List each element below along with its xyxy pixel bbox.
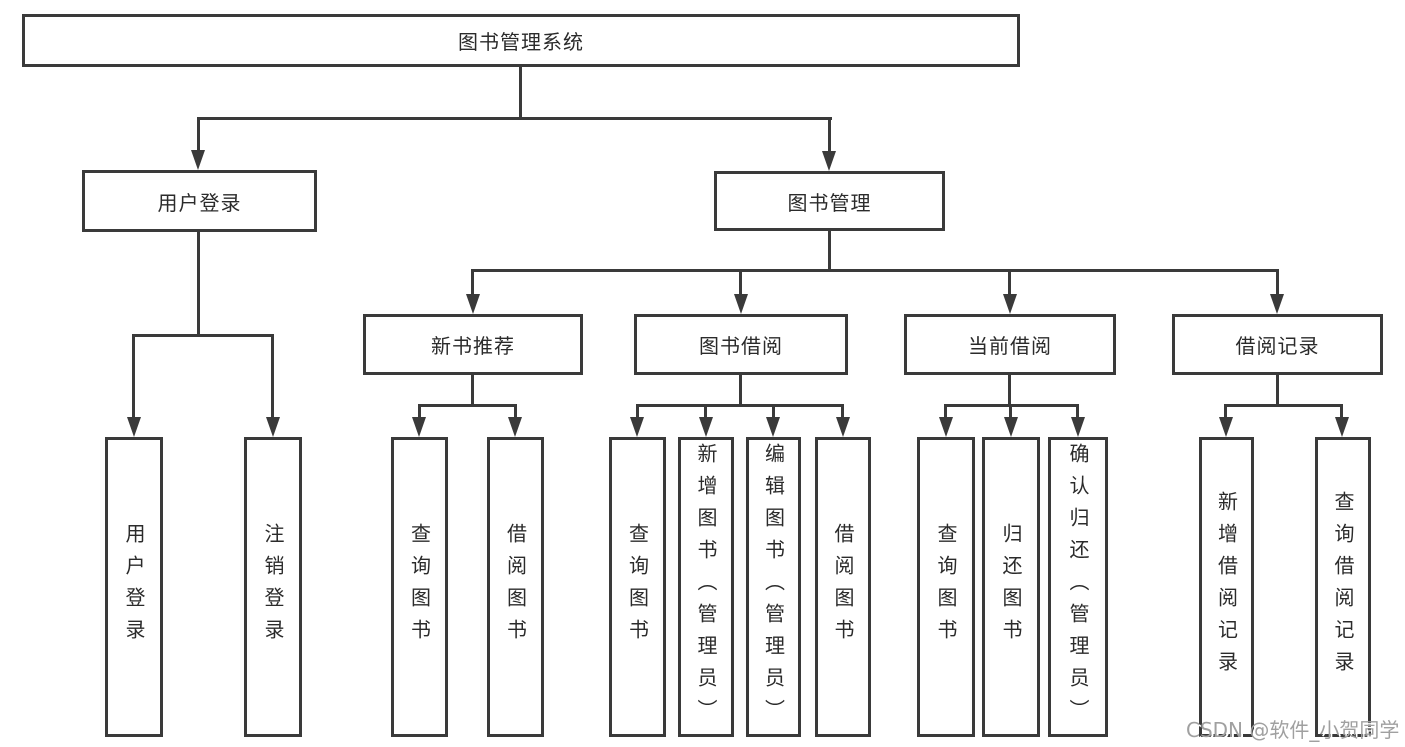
node-leaf-query-book-current: 查询图书 bbox=[917, 437, 975, 737]
node-label: 归还图书 bbox=[999, 523, 1023, 651]
arrow-down-icon bbox=[836, 417, 850, 437]
arrow-down-icon bbox=[699, 417, 713, 437]
connector-line bbox=[944, 404, 947, 422]
connector-line bbox=[471, 373, 474, 406]
connector-line bbox=[472, 269, 1279, 272]
node-root-library-system: 图书管理系统 bbox=[22, 14, 1020, 67]
node-label: 借阅记录 bbox=[1235, 334, 1320, 358]
connector-line bbox=[514, 404, 517, 422]
arrow-down-icon bbox=[1219, 417, 1233, 437]
node-borrow-record: 借阅记录 bbox=[1172, 314, 1383, 375]
node-label: 当前借阅 bbox=[968, 334, 1052, 358]
arrow-down-icon bbox=[939, 417, 953, 437]
connector-line bbox=[1008, 373, 1011, 406]
node-label: 查询图书 bbox=[625, 523, 650, 651]
connector-line bbox=[132, 334, 274, 337]
connector-line bbox=[704, 404, 707, 422]
node-label: 编辑图书（管理员） bbox=[761, 443, 786, 731]
node-label: 借阅图书 bbox=[831, 523, 855, 651]
connector-line bbox=[841, 404, 844, 422]
connector-line bbox=[636, 404, 639, 422]
arrow-down-icon bbox=[508, 417, 522, 437]
node-label: 确认归还（管理员） bbox=[1066, 443, 1090, 731]
node-label: 注销登录 bbox=[261, 523, 285, 651]
connector-line bbox=[1076, 404, 1079, 422]
node-new-book-recommend: 新书推荐 bbox=[363, 314, 583, 375]
connector-line bbox=[1276, 269, 1279, 299]
node-user-login: 用户登录 bbox=[82, 170, 317, 232]
arrow-down-icon bbox=[466, 294, 480, 314]
node-leaf-borrow-book-recommend: 借阅图书 bbox=[487, 437, 544, 737]
arrow-down-icon bbox=[1071, 417, 1085, 437]
connector-line bbox=[271, 334, 274, 422]
connector-line bbox=[1224, 404, 1343, 407]
arrow-down-icon bbox=[1270, 294, 1284, 314]
node-label: 借阅图书 bbox=[503, 523, 528, 651]
node-label: 查询借阅记录 bbox=[1331, 491, 1355, 683]
connector-line bbox=[739, 373, 742, 406]
arrow-down-icon bbox=[822, 151, 836, 171]
node-leaf-query-book-borrow: 查询图书 bbox=[609, 437, 666, 737]
arrow-down-icon bbox=[412, 417, 426, 437]
connector-line bbox=[418, 404, 421, 422]
connector-line bbox=[197, 232, 200, 337]
connector-line bbox=[828, 117, 831, 155]
connector-line bbox=[739, 269, 742, 299]
node-leaf-query-book-recommend: 查询图书 bbox=[391, 437, 448, 737]
node-label: 图书借阅 bbox=[699, 334, 783, 358]
connector-line bbox=[772, 404, 775, 422]
arrow-down-icon bbox=[630, 417, 644, 437]
arrow-down-icon bbox=[1335, 417, 1349, 437]
node-leaf-confirm-return-admin: 确认归还（管理员） bbox=[1048, 437, 1108, 737]
node-leaf-borrow-book: 借阅图书 bbox=[815, 437, 871, 737]
node-label: 用户登录 bbox=[122, 523, 146, 651]
connector-line bbox=[519, 66, 522, 119]
node-leaf-logout: 注销登录 bbox=[244, 437, 302, 737]
node-label: 用户登录 bbox=[157, 190, 242, 215]
connector-line bbox=[418, 404, 517, 407]
arrow-down-icon bbox=[191, 150, 205, 170]
node-leaf-return-book: 归还图书 bbox=[982, 437, 1040, 737]
node-label: 图书管理 bbox=[787, 190, 872, 215]
connector-line bbox=[197, 117, 200, 155]
node-leaf-user-login: 用户登录 bbox=[105, 437, 163, 737]
arrow-down-icon bbox=[266, 417, 280, 437]
node-label: 新增借阅记录 bbox=[1214, 491, 1239, 683]
connector-line bbox=[636, 404, 843, 407]
csdn-watermark: CSDN @软件_小贺同学 bbox=[1186, 718, 1400, 742]
arrow-down-icon bbox=[1004, 417, 1018, 437]
arrow-down-icon bbox=[1003, 294, 1017, 314]
node-label: 查询图书 bbox=[407, 523, 432, 651]
node-label: 新书推荐 bbox=[431, 334, 515, 358]
node-label: 查询图书 bbox=[934, 523, 958, 651]
node-leaf-query-borrow-record: 查询借阅记录 bbox=[1315, 437, 1371, 737]
arrow-down-icon bbox=[127, 417, 141, 437]
connector-line bbox=[471, 269, 474, 299]
arrow-down-icon bbox=[734, 294, 748, 314]
connector-line bbox=[828, 231, 831, 272]
node-book-management: 图书管理 bbox=[714, 171, 945, 231]
connector-line bbox=[1009, 404, 1012, 422]
node-book-borrow: 图书借阅 bbox=[634, 314, 848, 375]
connector-line bbox=[1224, 404, 1227, 422]
node-leaf-edit-book-admin: 编辑图书（管理员） bbox=[746, 437, 801, 737]
connector-line bbox=[1008, 269, 1011, 299]
node-leaf-add-book-admin: 新增图书（管理员） bbox=[678, 437, 734, 737]
arrow-down-icon bbox=[766, 417, 780, 437]
node-leaf-add-borrow-record: 新增借阅记录 bbox=[1199, 437, 1254, 737]
connector-line bbox=[1340, 404, 1343, 422]
node-label: 图书管理系统 bbox=[458, 30, 584, 54]
node-current-borrow: 当前借阅 bbox=[904, 314, 1116, 375]
connector-line bbox=[198, 117, 832, 120]
connector-line bbox=[1276, 373, 1279, 406]
node-label: 新增图书（管理员） bbox=[694, 443, 718, 731]
connector-line bbox=[132, 334, 135, 422]
